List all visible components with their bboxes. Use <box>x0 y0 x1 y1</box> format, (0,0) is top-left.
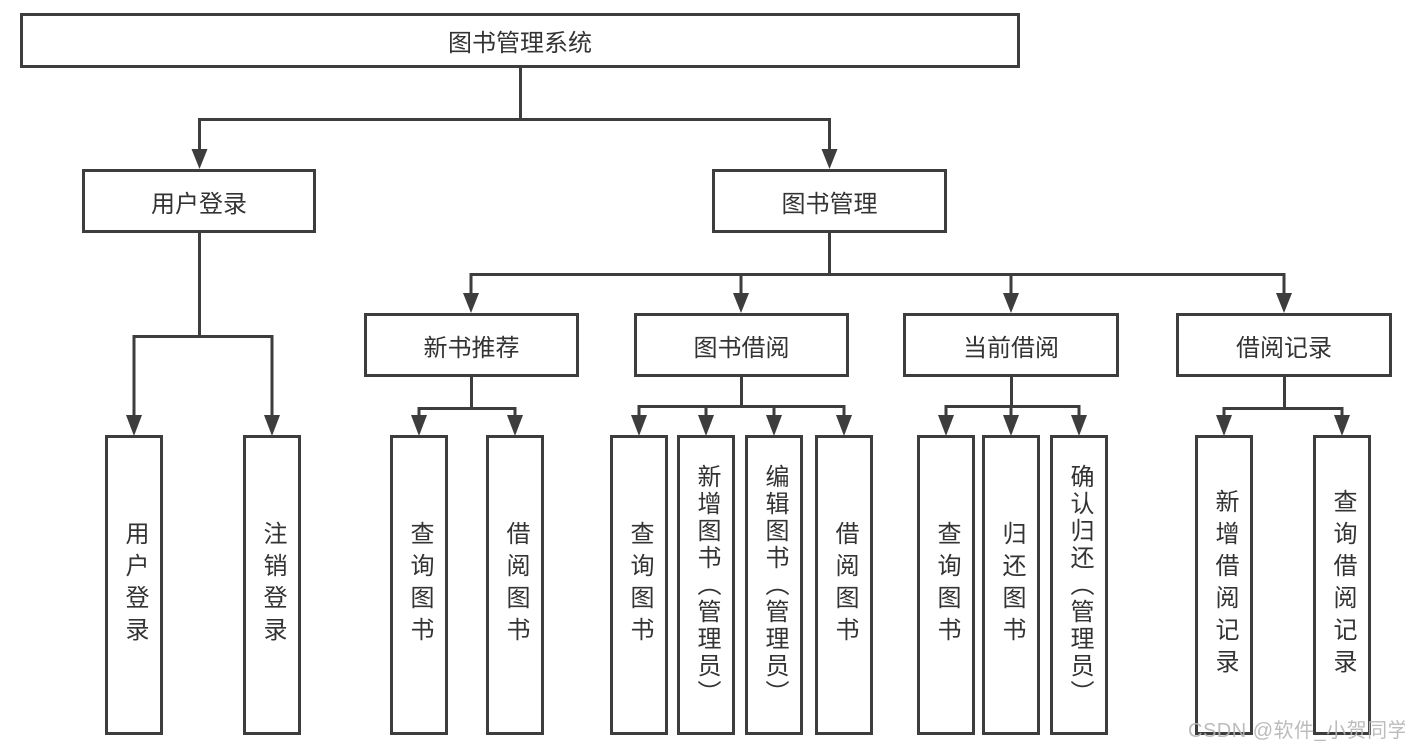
leaf-query-books-borrowing: 查询图书 <box>610 435 668 735</box>
node-label: 借阅图书 <box>502 521 529 649</box>
leaf-query-borrow-record: 查询借阅记录 <box>1313 435 1371 735</box>
node-label: 查询图书 <box>406 521 433 649</box>
node-label: 查询图书 <box>933 521 960 649</box>
leaf-query-books-current: 查询图书 <box>917 435 975 735</box>
connector-book-mgmt-to-level2 <box>469 233 1286 296</box>
node-label: 图书管理系统 <box>448 30 592 57</box>
node-label: 借阅图书 <box>831 521 858 649</box>
leaf-query-books-recommend: 查询图书 <box>390 435 448 735</box>
connector-current-borrow-group <box>944 377 1081 419</box>
node-label: 注销登录 <box>259 521 286 649</box>
node-label: 确认归还（管理员） <box>1066 463 1093 707</box>
node-current-borrowing: 当前借阅 <box>903 313 1119 377</box>
node-label: 编辑图书（管理员） <box>761 463 788 707</box>
connector-root-to-level1 <box>198 68 831 152</box>
leaf-confirm-return-admin: 确认归还（管理员） <box>1050 435 1108 735</box>
node-label: 归还图书 <box>998 521 1025 649</box>
node-new-book-recommend: 新书推荐 <box>364 313 579 377</box>
node-label: 借阅记录 <box>1236 334 1332 362</box>
leaf-borrow-books-borrowing: 借阅图书 <box>815 435 873 735</box>
node-label: 查询图书 <box>626 521 653 649</box>
node-label: 用户登录 <box>151 190 247 218</box>
leaf-return-book: 归还图书 <box>982 435 1040 735</box>
node-label: 图书管理 <box>781 190 878 218</box>
node-book-management: 图书管理 <box>712 169 947 233</box>
node-book-borrowing: 图书借阅 <box>634 313 849 377</box>
node-label: 新增图书（管理员） <box>693 463 720 707</box>
node-label: 新增借阅记录 <box>1211 489 1238 681</box>
leaf-borrow-books-recommend: 借阅图书 <box>486 435 544 735</box>
connector-new-book-group <box>417 377 517 419</box>
node-borrowing-records: 借阅记录 <box>1176 313 1392 377</box>
node-label: 新书推荐 <box>423 334 520 362</box>
leaf-edit-book-admin: 编辑图书（管理员） <box>745 435 803 735</box>
node-label: 图书借阅 <box>693 334 790 362</box>
csdn-watermark: CSDN @软件_小贺同学 <box>1188 720 1405 742</box>
leaf-user-login: 用户登录 <box>105 435 163 735</box>
node-label: 用户登录 <box>121 521 148 649</box>
node-user-login: 用户登录 <box>82 169 316 233</box>
connector-user-login-group <box>132 233 274 418</box>
node-label: 当前借阅 <box>963 334 1059 362</box>
node-label: 查询借阅记录 <box>1329 489 1356 681</box>
leaf-add-book-admin: 新增图书（管理员） <box>677 435 735 735</box>
leaf-add-borrow-record: 新增借阅记录 <box>1195 435 1253 735</box>
arrowheads <box>126 149 1350 436</box>
connector-borrow-record-group <box>1222 377 1344 419</box>
leaf-logout: 注销登录 <box>243 435 301 735</box>
connector-book-borrow-group <box>637 377 846 419</box>
node-library-management-system: 图书管理系统 <box>20 13 1020 68</box>
